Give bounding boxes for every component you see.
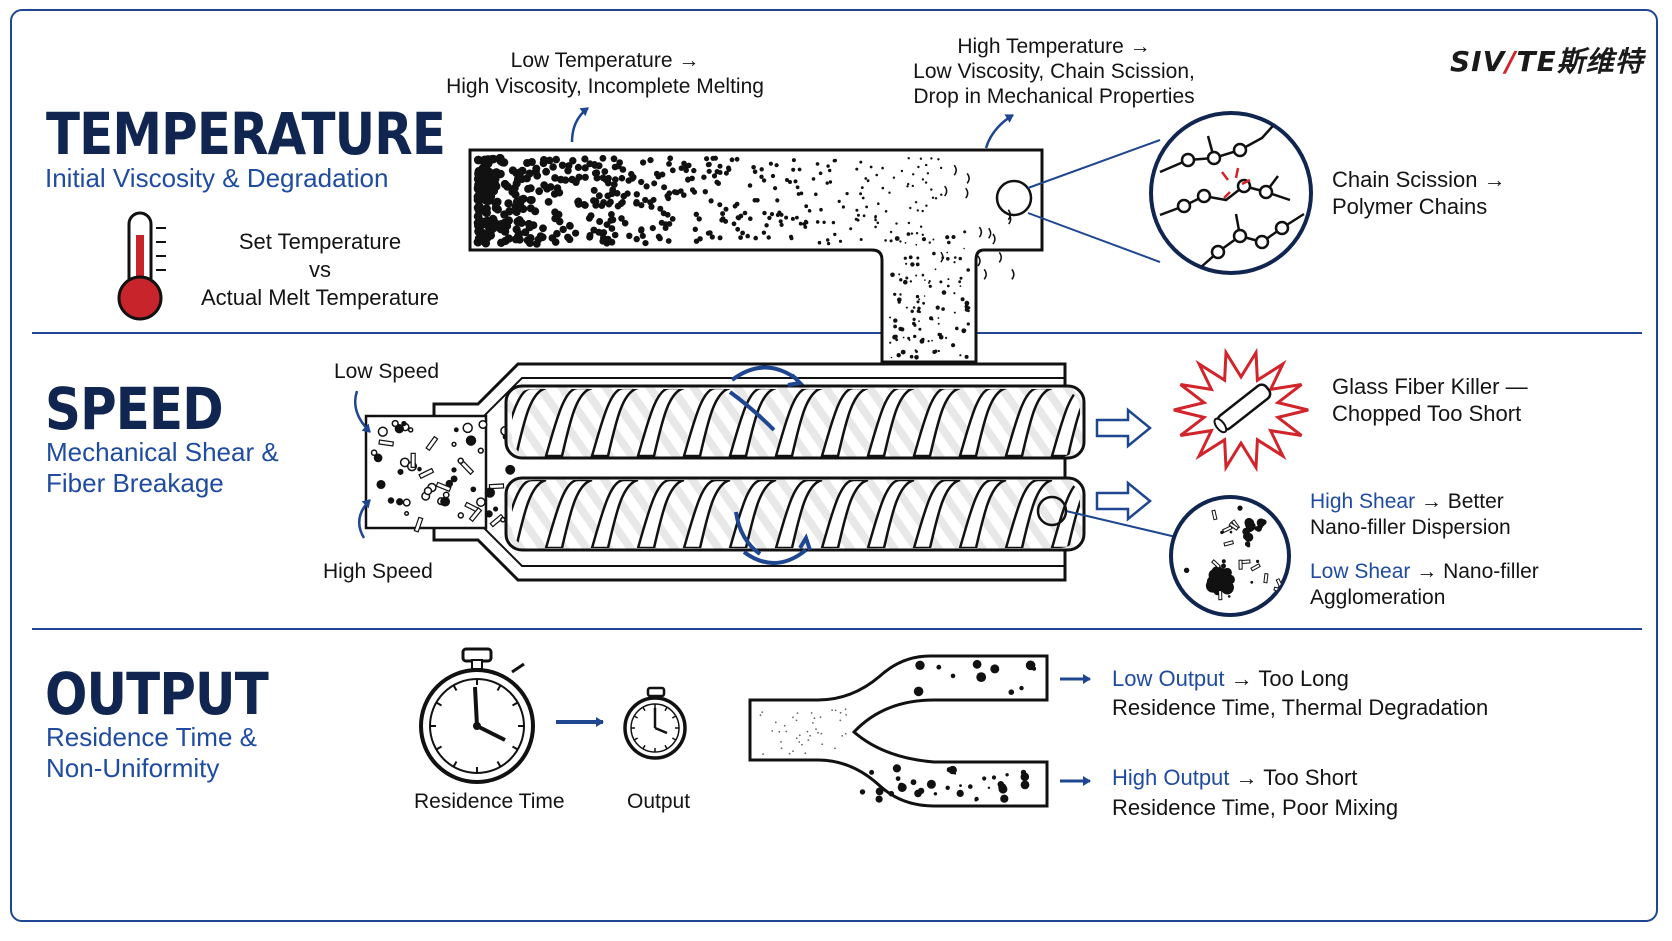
output-title: OUTPUT: [45, 660, 269, 728]
high-temperature-note: High Temperature → Low Viscosity, Chain …: [913, 35, 1195, 108]
output-label: Output: [627, 790, 691, 813]
temperature-title: TEMPERATURE: [46, 100, 446, 168]
magnifier-spot: [995, 179, 1033, 217]
glass-fiber-burst-icon: [1173, 347, 1309, 473]
section-divider: [32, 628, 1642, 630]
polymer-chain-zoom: [1149, 111, 1313, 275]
thermometer-label: Set Temperature vs Actual Melt Temperatu…: [200, 229, 440, 310]
pellet-dots: [473, 153, 1015, 360]
output-subtitle: Residence Time & Non-Uniformity: [46, 722, 257, 783]
outflow-arrows: [1095, 407, 1152, 522]
feed-channel: [468, 148, 1044, 364]
speed-subtitle: Mechanical Shear & Fiber Breakage: [46, 437, 279, 498]
temperature-subtitle: Initial Viscosity & Degradation: [45, 163, 389, 193]
twin-screws: [504, 384, 1086, 552]
low-shear-note: Low Shear → Nano-filler Agglomeration: [1310, 560, 1539, 609]
stopwatch-small-icon: [623, 686, 687, 760]
glass-fiber-note: Glass Fiber Killer — Chopped Too Short: [1332, 374, 1528, 426]
speed-title: SPEED: [45, 375, 224, 443]
section-divider: [32, 332, 1642, 334]
low-temperature-note: Low Temperature → High Viscosity, Incomp…: [446, 49, 764, 98]
brand-logo: SIV/TE斯维特: [1450, 45, 1644, 78]
nano-filler-zoom: [1169, 495, 1291, 617]
flow-split-channel: [748, 654, 1049, 808]
chain-scission-note: Chain Scission → Polymer Chains: [1332, 167, 1506, 219]
diagram-frame: [10, 9, 1658, 922]
high-shear-note: High Shear → Better Nano-filler Dispersi…: [1310, 490, 1511, 539]
high-speed-label: High Speed: [323, 560, 433, 583]
rotation-arrows: [728, 365, 812, 565]
low-speed-label: Low Speed: [334, 360, 440, 383]
thermometer-icon: [117, 211, 166, 321]
residence-time-label: Residence Time: [414, 790, 565, 813]
stopwatch-large-icon: [419, 647, 535, 784]
inlet-granules: [370, 419, 516, 533]
